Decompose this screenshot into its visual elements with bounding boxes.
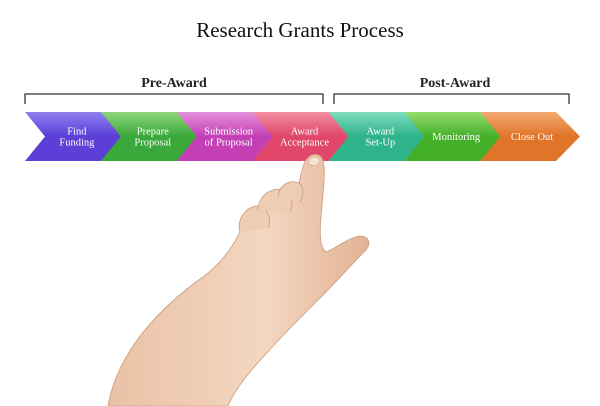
chevron-step-1 xyxy=(25,112,125,161)
chevron-step-3-label: Submission xyxy=(204,127,254,138)
post-award-label: Post-Award xyxy=(419,76,491,91)
chevron-step-1-label: Funding xyxy=(59,138,95,149)
pre-award-label: Pre-Award xyxy=(141,76,207,91)
chevron-step-4 xyxy=(252,112,353,161)
diagram-title: Research Grants Process xyxy=(196,18,404,42)
pre-award-bracket xyxy=(24,93,324,104)
chevron-step-6-label: Monitoring xyxy=(432,132,481,143)
chevron-step-4-label: Acceptance xyxy=(280,138,329,149)
chevron-step-7-label: Close Out xyxy=(511,132,553,143)
chevron-step-3-label: of Proposal xyxy=(205,138,253,149)
chevron-step-2-label: Proposal xyxy=(134,138,171,149)
chevron-step-5-label: Award xyxy=(367,127,395,138)
chevron-step-2 xyxy=(100,112,201,161)
chevron-step-5-label: Set-Up xyxy=(365,138,395,149)
chevron-step-1-label: Find xyxy=(67,127,87,138)
chevron-step-7 xyxy=(480,112,580,161)
post-award-bracket xyxy=(333,93,570,104)
chevron-step-2-label: Prepare xyxy=(137,127,169,138)
chevron-step-5 xyxy=(328,112,429,161)
chevron-step-3 xyxy=(176,112,277,161)
chevron-step-4-label: Award xyxy=(291,127,319,138)
chevron-step-6 xyxy=(404,112,505,161)
